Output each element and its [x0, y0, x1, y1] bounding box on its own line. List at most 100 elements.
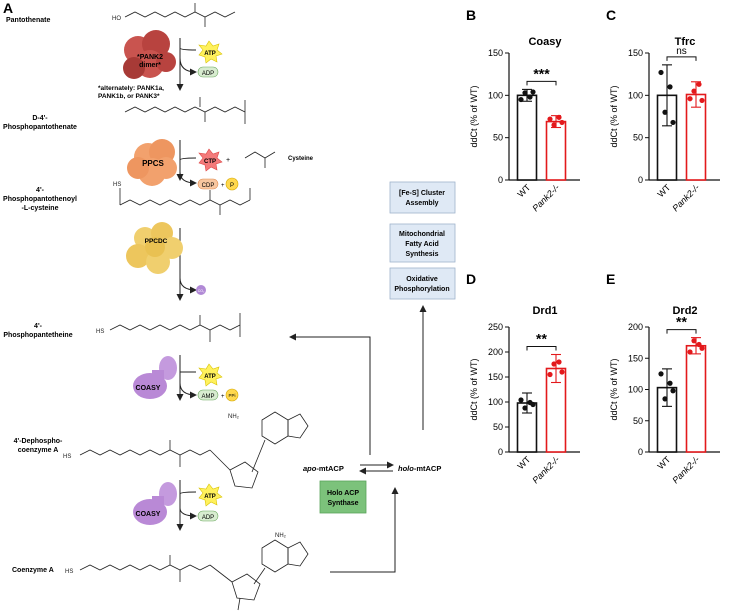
- compound-d4p-line1: D-4'-: [32, 115, 48, 122]
- atp-badge-2: [198, 363, 223, 387]
- panel-d-letter: D: [466, 271, 476, 287]
- coa-nh2-label: NH₂: [275, 533, 287, 539]
- chart-e-ytick-label: 0: [638, 447, 643, 457]
- fas-line3: Synthesis: [405, 251, 438, 258]
- panel-e-letter: E: [606, 271, 615, 287]
- ppi-label: PPi: [228, 393, 235, 398]
- chart-c-point: [687, 96, 693, 102]
- phosphopantothenoyl-cysteine-structure: [119, 188, 251, 215]
- atp-badge-3: [198, 483, 223, 507]
- ppcs-enzyme: [127, 139, 177, 186]
- chart-e-ytick-label: 50: [633, 416, 643, 426]
- pantothenate-structure: [124, 3, 236, 27]
- ppcdc-enzyme: [126, 222, 183, 274]
- coasy-enzyme-2: [133, 482, 177, 525]
- coenzyme-a-structure: [79, 539, 309, 611]
- cysteine-label: Cysteine: [288, 156, 314, 162]
- chart-e-category-label: WT: [655, 454, 672, 471]
- chart-e-point: [687, 349, 693, 355]
- chart-d-point: [559, 369, 565, 375]
- chart-c-point: [667, 84, 673, 90]
- chart-e-point: [691, 338, 697, 344]
- chart-c-point: [699, 97, 705, 104]
- ppcs-label: PPCS: [142, 159, 164, 168]
- amp-badge: [197, 389, 219, 401]
- compound-ppc-line1: 4'-: [36, 187, 45, 194]
- pank2-enzyme: [123, 30, 176, 79]
- chart-d-ytick-label: 150: [488, 372, 503, 382]
- compound-ppt-line1: 4'-: [34, 323, 43, 330]
- chart-c-ylabel: ddCt (% of WT): [609, 85, 619, 147]
- chart-e-title: Drd2: [672, 305, 697, 317]
- chart-c-ytick-label: 0: [638, 175, 643, 185]
- cdp-badge: [197, 178, 219, 190]
- oxphos-line1: Oxidative: [406, 276, 438, 283]
- holo-acp-synthase-box: [319, 480, 367, 514]
- pank-alternative-note-2: PANK1b, or PANK3*: [98, 93, 160, 100]
- adp-badge-2: [197, 510, 219, 522]
- chart-c-ytick-label: 100: [628, 90, 643, 100]
- atp-label-3: ATP: [204, 494, 216, 500]
- cdp-label: CDP: [202, 183, 215, 189]
- apo-mtacp-label: apo-mtACP: [303, 464, 344, 473]
- ctp-badge: [198, 148, 223, 172]
- chart-b-ytick-label: 150: [488, 48, 503, 58]
- oxphos-box: [389, 267, 456, 300]
- chart-b-category-label: WT: [515, 182, 532, 199]
- chart-d-category-label: WT: [515, 454, 532, 471]
- chart-b-title: Coasy: [528, 36, 562, 48]
- chart-c-title: Tfrc: [675, 36, 696, 48]
- phosphopantetheine-structure: [109, 313, 241, 342]
- fatty-acid-synthesis-box: [389, 223, 456, 263]
- chart-e-ytick-label: 150: [628, 353, 643, 363]
- chart-e-ytick-label: 200: [628, 322, 643, 332]
- dpcoa-nh2-label: NH₂: [228, 414, 240, 420]
- dpcoa-hs-label: HS: [63, 454, 71, 460]
- coasy-label-2: COASY: [136, 511, 161, 518]
- chart-d-ytick-label: 0: [498, 447, 503, 457]
- compound-dpcoa-line2: coenzyme A: [18, 447, 59, 454]
- fas-line1: Mitochondrial: [399, 231, 445, 238]
- chart-d-point: [556, 359, 562, 365]
- chart-d-ytick-label: 250: [488, 322, 503, 332]
- compound-ppc-line2: Phosphopantothenoyl: [3, 196, 77, 203]
- chart-b-ytick-label: 0: [498, 175, 503, 185]
- chart-b-point: [556, 114, 562, 120]
- compound-ppt-line2: Phosphopantetheine: [3, 332, 72, 339]
- adp-badge-1: [197, 66, 219, 78]
- holo-mtacp-label: holo-mtACP: [398, 464, 441, 473]
- chart-e-point: [667, 380, 673, 386]
- chart-c-point: [670, 119, 676, 126]
- chart-c-ytick-label: 150: [628, 48, 643, 58]
- chart-b-point: [547, 116, 553, 122]
- co2-badge: [196, 285, 206, 295]
- chart-e-sig-bracket: [666, 329, 697, 334]
- chart-d-ylabel: ddCt (% of WT): [469, 358, 479, 420]
- chart-e-point: [658, 371, 664, 377]
- pank-alternative-note-1: *alternately: PANK1a,: [98, 85, 164, 92]
- synthase-label-2: Synthase: [327, 500, 358, 507]
- chart-c-sig-bracket: [666, 56, 697, 61]
- compound-dpcoa-line1: 4'-Dephospho-: [14, 438, 63, 445]
- chart-d-significance: **: [536, 331, 547, 347]
- chart-b-point: [522, 90, 528, 96]
- chart-c-point: [691, 88, 697, 94]
- chart-d-ytick-label: 200: [488, 347, 503, 357]
- chart-c-category-label: Pank2-/-: [670, 182, 701, 213]
- chart-e-point: [699, 345, 705, 351]
- ppcdc-label: PPCDC: [145, 238, 168, 245]
- chart-e-significance: **: [676, 314, 687, 330]
- chart-d-category-label: Pank2-/-: [530, 454, 561, 485]
- chart-b-point: [518, 96, 524, 103]
- ctp-plus: +: [226, 157, 230, 164]
- chart-d-point: [547, 371, 553, 378]
- compound-d4p-line2: Phosphopantothenate: [3, 124, 77, 131]
- chart-b-point: [551, 122, 557, 128]
- amp-label: AMP: [201, 394, 214, 400]
- chart-e-bar: [685, 344, 707, 453]
- fes-line1: [Fe-S] Cluster: [399, 190, 445, 197]
- coasy-enzyme-1: [133, 356, 177, 399]
